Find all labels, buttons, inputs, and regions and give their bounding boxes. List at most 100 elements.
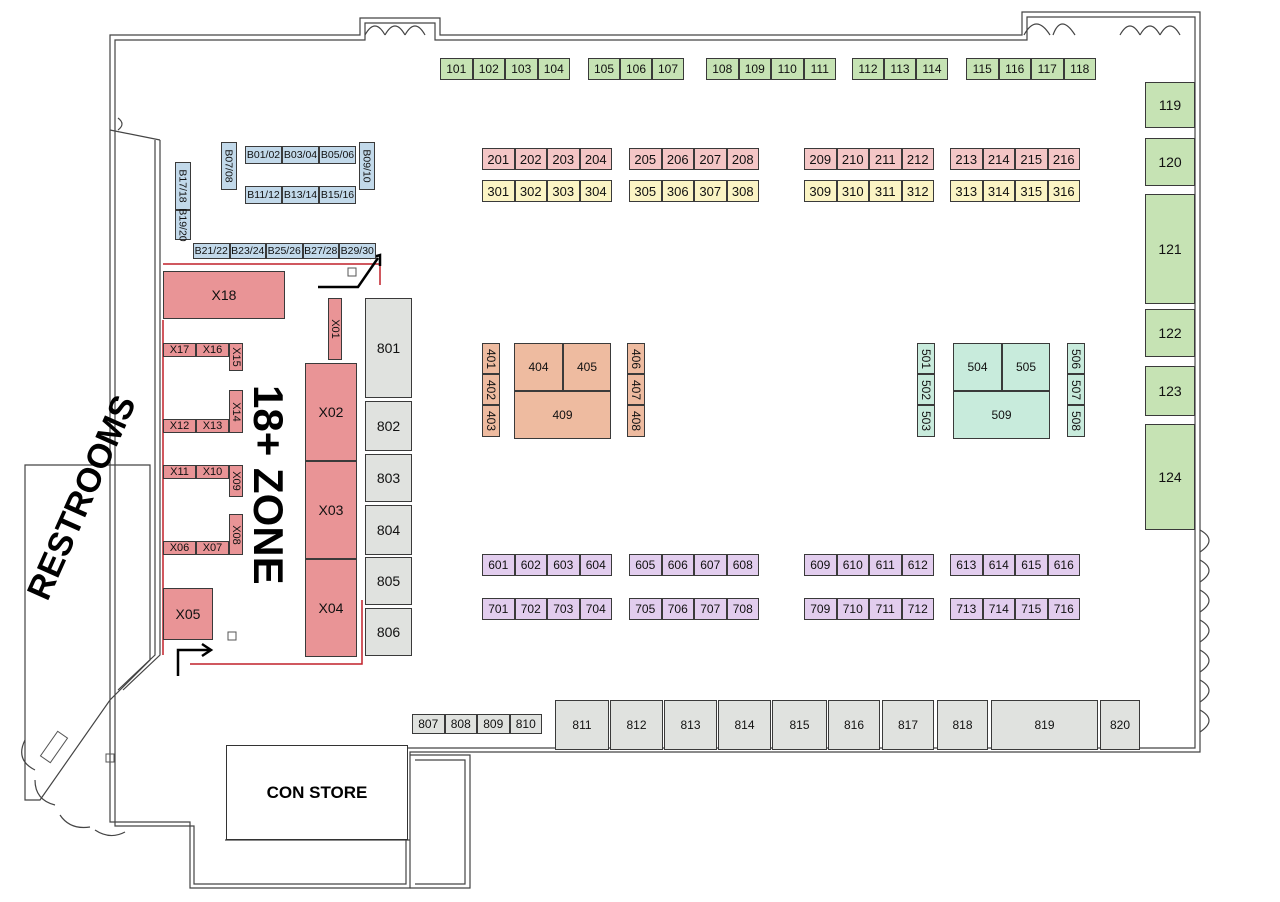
booth-102[interactable]: 102 bbox=[472, 58, 505, 80]
booth-509[interactable]: 509 bbox=[953, 391, 1050, 439]
booth-306[interactable]: 306 bbox=[661, 180, 694, 202]
booth-213[interactable]: 213 bbox=[950, 148, 983, 170]
booth-801[interactable]: 801 bbox=[365, 298, 412, 398]
booth-215[interactable]: 215 bbox=[1015, 148, 1048, 170]
booth-507[interactable]: 507 bbox=[1067, 374, 1085, 405]
booth-103[interactable]: 103 bbox=[505, 58, 538, 80]
booth-604[interactable]: 604 bbox=[579, 554, 612, 576]
booth-b07-08[interactable]: B07/08 bbox=[221, 142, 237, 190]
con-store[interactable]: CON STORE bbox=[226, 745, 408, 840]
booth-b19-20[interactable]: B19/20 bbox=[175, 208, 191, 242]
booth-715[interactable]: 715 bbox=[1015, 598, 1048, 620]
booth-110[interactable]: 110 bbox=[771, 58, 804, 80]
booth-111[interactable]: 111 bbox=[803, 58, 836, 80]
booth-609[interactable]: 609 bbox=[804, 554, 837, 576]
booth-812[interactable]: 812 bbox=[610, 700, 663, 750]
booth-x08[interactable]: X08 bbox=[229, 514, 243, 555]
booth-802[interactable]: 802 bbox=[365, 401, 412, 451]
booth-605[interactable]: 605 bbox=[629, 554, 662, 576]
booth-x06[interactable]: X06 bbox=[163, 541, 196, 555]
booth-309[interactable]: 309 bbox=[804, 180, 837, 202]
booth-207[interactable]: 207 bbox=[694, 148, 727, 170]
booth-106[interactable]: 106 bbox=[620, 58, 652, 80]
booth-820[interactable]: 820 bbox=[1100, 700, 1140, 750]
booth-614[interactable]: 614 bbox=[982, 554, 1015, 576]
booth-616[interactable]: 616 bbox=[1047, 554, 1080, 576]
booth-x04[interactable]: X04 bbox=[305, 559, 357, 657]
booth-716[interactable]: 716 bbox=[1047, 598, 1080, 620]
booth-814[interactable]: 814 bbox=[718, 700, 771, 750]
booth-112[interactable]: 112 bbox=[852, 58, 884, 80]
booth-307[interactable]: 307 bbox=[694, 180, 727, 202]
booth-805[interactable]: 805 bbox=[365, 557, 412, 605]
booth-x07[interactable]: X07 bbox=[196, 541, 229, 555]
booth-402[interactable]: 402 bbox=[482, 374, 500, 405]
booth-505[interactable]: 505 bbox=[1002, 343, 1050, 391]
booth-x12[interactable]: X12 bbox=[163, 419, 196, 433]
booth-302[interactable]: 302 bbox=[514, 180, 547, 202]
booth-819[interactable]: 819 bbox=[991, 700, 1098, 750]
booth-610[interactable]: 610 bbox=[836, 554, 869, 576]
booth-315[interactable]: 315 bbox=[1015, 180, 1048, 202]
booth-x01[interactable]: X01 bbox=[328, 298, 342, 360]
booth-x15[interactable]: X15 bbox=[229, 343, 243, 371]
booth-311[interactable]: 311 bbox=[869, 180, 902, 202]
booth-b25-26[interactable]: B25/26 bbox=[266, 243, 303, 259]
booth-803[interactable]: 803 bbox=[365, 454, 412, 502]
booth-124[interactable]: 124 bbox=[1145, 424, 1195, 530]
booth-212[interactable]: 212 bbox=[901, 148, 934, 170]
booth-121[interactable]: 121 bbox=[1145, 194, 1195, 304]
booth-312[interactable]: 312 bbox=[901, 180, 934, 202]
booth-612[interactable]: 612 bbox=[901, 554, 934, 576]
booth-b15-16[interactable]: B15/16 bbox=[319, 186, 356, 204]
booth-123[interactable]: 123 bbox=[1145, 366, 1195, 416]
booth-707[interactable]: 707 bbox=[694, 598, 727, 620]
booth-606[interactable]: 606 bbox=[661, 554, 694, 576]
booth-308[interactable]: 308 bbox=[726, 180, 759, 202]
booth-109[interactable]: 109 bbox=[738, 58, 771, 80]
booth-b11-12[interactable]: B11/12 bbox=[245, 186, 282, 204]
booth-105[interactable]: 105 bbox=[588, 58, 620, 80]
booth-b13-14[interactable]: B13/14 bbox=[282, 186, 319, 204]
booth-203[interactable]: 203 bbox=[547, 148, 580, 170]
booth-208[interactable]: 208 bbox=[726, 148, 759, 170]
booth-709[interactable]: 709 bbox=[804, 598, 837, 620]
booth-810[interactable]: 810 bbox=[509, 714, 542, 734]
booth-706[interactable]: 706 bbox=[661, 598, 694, 620]
booth-602[interactable]: 602 bbox=[514, 554, 547, 576]
booth-b17-18[interactable]: B17/18 bbox=[175, 162, 191, 210]
booth-304[interactable]: 304 bbox=[579, 180, 612, 202]
booth-502[interactable]: 502 bbox=[917, 374, 935, 405]
booth-201[interactable]: 201 bbox=[482, 148, 515, 170]
booth-115[interactable]: 115 bbox=[966, 58, 999, 80]
booth-816[interactable]: 816 bbox=[828, 700, 880, 750]
booth-704[interactable]: 704 bbox=[579, 598, 612, 620]
booth-104[interactable]: 104 bbox=[537, 58, 570, 80]
booth-403[interactable]: 403 bbox=[482, 405, 500, 437]
booth-x10[interactable]: X10 bbox=[196, 465, 229, 479]
booth-118[interactable]: 118 bbox=[1063, 58, 1096, 80]
booth-206[interactable]: 206 bbox=[661, 148, 694, 170]
booth-703[interactable]: 703 bbox=[547, 598, 580, 620]
booth-501[interactable]: 501 bbox=[917, 343, 935, 374]
booth-701[interactable]: 701 bbox=[482, 598, 515, 620]
booth-405[interactable]: 405 bbox=[563, 343, 611, 391]
booth-x09[interactable]: X09 bbox=[229, 465, 243, 497]
booth-406[interactable]: 406 bbox=[627, 343, 645, 374]
booth-113[interactable]: 113 bbox=[884, 58, 916, 80]
booth-x17[interactable]: X17 bbox=[163, 343, 196, 357]
booth-b21-22[interactable]: B21/22 bbox=[193, 243, 230, 259]
booth-116[interactable]: 116 bbox=[998, 58, 1031, 80]
booth-813[interactable]: 813 bbox=[664, 700, 717, 750]
booth-122[interactable]: 122 bbox=[1145, 309, 1195, 357]
booth-310[interactable]: 310 bbox=[836, 180, 869, 202]
booth-506[interactable]: 506 bbox=[1067, 343, 1085, 374]
booth-117[interactable]: 117 bbox=[1031, 58, 1064, 80]
booth-x02[interactable]: X02 bbox=[305, 363, 357, 461]
booth-601[interactable]: 601 bbox=[482, 554, 515, 576]
booth-508[interactable]: 508 bbox=[1067, 405, 1085, 437]
booth-407[interactable]: 407 bbox=[627, 374, 645, 405]
booth-705[interactable]: 705 bbox=[629, 598, 662, 620]
booth-503[interactable]: 503 bbox=[917, 405, 935, 437]
booth-303[interactable]: 303 bbox=[547, 180, 580, 202]
